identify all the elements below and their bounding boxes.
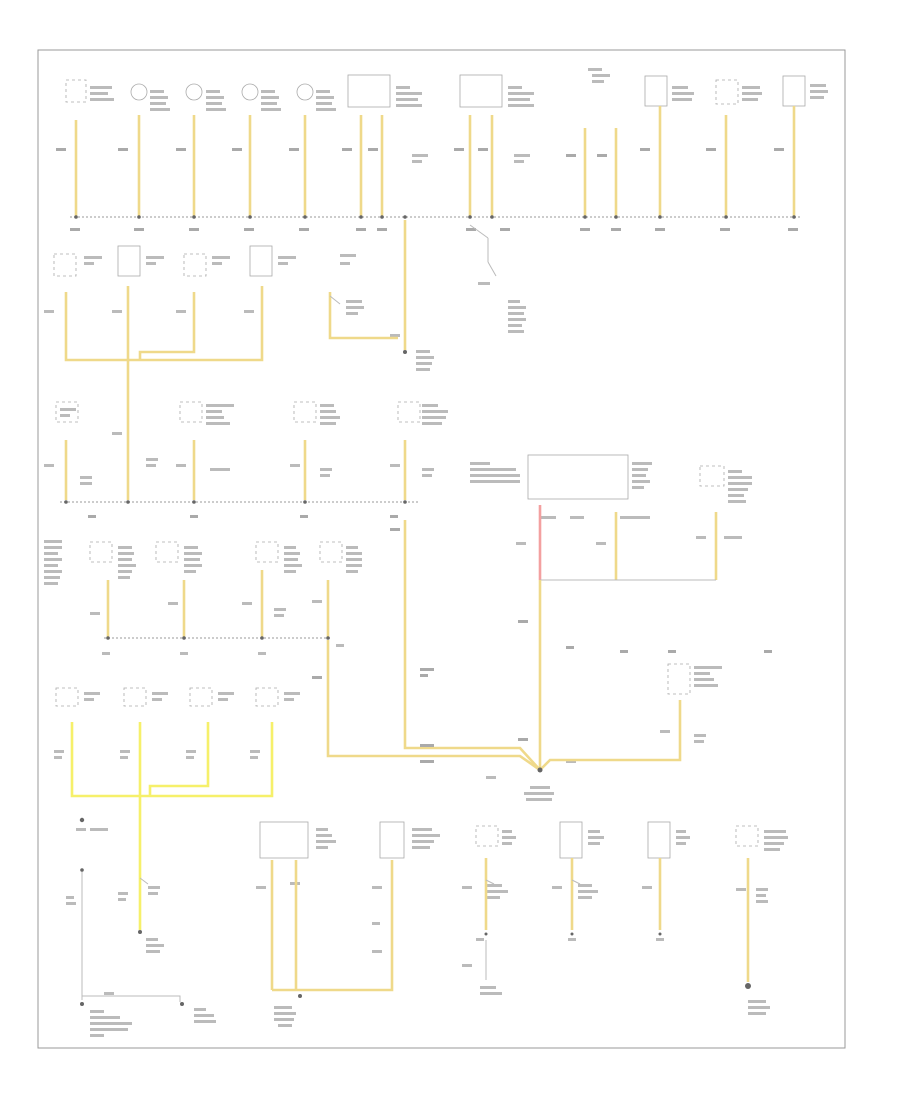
top-row-components: [56, 68, 828, 163]
third-row: [44, 401, 448, 518]
control-module: [470, 454, 772, 770]
sensor-switch: [469, 224, 526, 333]
top-row-wires: [70, 106, 800, 231]
battery-branch: [66, 817, 216, 1037]
bottom-row: [256, 821, 788, 1027]
right-branch: [486, 663, 722, 801]
fourth-row: [44, 520, 541, 772]
fifth-row: [54, 687, 300, 953]
diagram-frame: [37, 49, 846, 1049]
second-row: [44, 220, 434, 500]
